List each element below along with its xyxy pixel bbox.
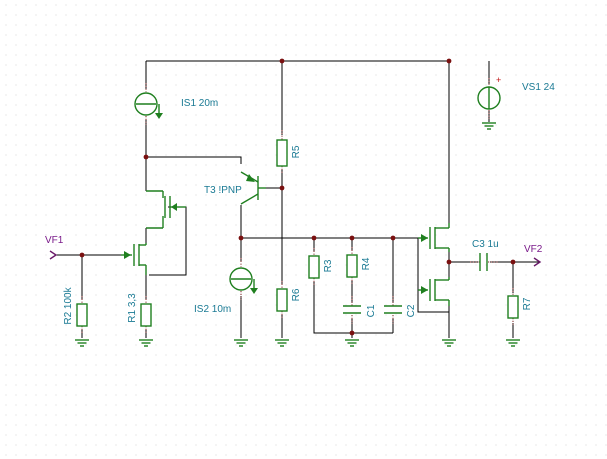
resistor-r6[interactable] [276, 281, 288, 319]
capacitor-c1[interactable] [343, 296, 361, 324]
resistor-r3[interactable] [308, 248, 320, 286]
mosfet-input[interactable] [121, 243, 147, 275]
junction-nodes [79, 58, 516, 336]
resistor-r2[interactable] [76, 296, 88, 334]
label-r5: R5 [291, 145, 302, 158]
label-r4: R4 [361, 257, 372, 270]
label-r3: R3 [323, 259, 334, 272]
current-source-is2[interactable] [229, 258, 258, 300]
label-c2: C2 [406, 304, 417, 317]
mosfet-upper[interactable] [146, 190, 186, 229]
resistor-r5[interactable] [276, 130, 288, 174]
mosfet-output-lower[interactable] [418, 277, 450, 306]
port-vf1[interactable] [49, 250, 58, 260]
current-source-is1[interactable] [134, 83, 163, 125]
resistor-r7[interactable] [507, 288, 519, 326]
label-r2: R2 100k [63, 286, 74, 324]
label-vf2: VF2 [524, 244, 543, 255]
label-r6: R6 [291, 288, 302, 301]
label-is2: IS2 10m [194, 304, 231, 315]
transistor-t3-pnp[interactable] [240, 171, 266, 205]
capacitor-c2[interactable] [384, 296, 402, 324]
mosfet-output-upper[interactable] [418, 223, 450, 252]
label-r1: R1 3,3 [127, 293, 138, 323]
voltage-source-vs1[interactable] [477, 78, 501, 119]
label-vs1: VS1 24 [522, 82, 555, 93]
label-c1: C1 [366, 304, 377, 317]
label-t3: T3 !PNP [204, 185, 242, 196]
resistor-r1[interactable] [140, 296, 152, 334]
label-r7: R7 [522, 297, 533, 310]
label-vf1: VF1 [45, 235, 64, 246]
port-vf2[interactable] [533, 257, 542, 267]
label-vs1-plus: + [496, 75, 501, 85]
label-c3: C3 1u [472, 239, 499, 250]
resistor-r4[interactable] [346, 247, 358, 285]
capacitor-c3[interactable] [470, 253, 498, 271]
label-is1: IS1 20m [181, 98, 218, 109]
